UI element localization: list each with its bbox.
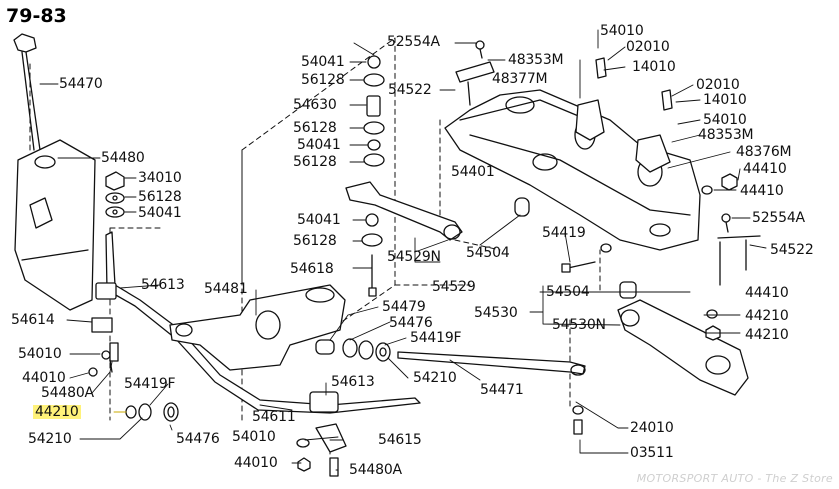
part-label-highlighted[interactable]: 44210 — [33, 404, 81, 420]
part-label[interactable]: 54210 — [413, 370, 457, 386]
part-label[interactable]: 54522 — [770, 242, 814, 258]
part-label[interactable]: 54419 — [542, 225, 586, 241]
part-label[interactable]: 54618 — [290, 261, 334, 277]
part-label[interactable]: 54010 — [600, 23, 644, 39]
part-label[interactable]: 14010 — [703, 92, 747, 108]
part-label[interactable]: 54041 — [138, 205, 182, 221]
part-label[interactable]: 54529 — [432, 279, 476, 295]
part-label[interactable]: 54480 — [101, 150, 145, 166]
part-label[interactable]: 03511 — [630, 445, 674, 461]
crossmember-54481 — [169, 284, 346, 371]
compression-rod-54529 — [345, 181, 463, 241]
part-label[interactable]: 54041 — [301, 54, 345, 70]
part-label[interactable]: 54010 — [18, 346, 62, 362]
part-label[interactable]: 48353M — [698, 127, 754, 143]
part-label[interactable]: 54530N — [552, 317, 606, 333]
middle-bushing-stack — [361, 213, 383, 297]
transverse-link-54530 — [617, 281, 749, 396]
watermark: MOTORSPORT AUTO - The Z Store — [636, 472, 833, 485]
part-label[interactable]: 44010 — [22, 370, 66, 386]
part-label[interactable]: 48377M — [492, 71, 548, 87]
part-label[interactable]: 48376M — [736, 144, 792, 160]
tension-rod-54471 — [397, 351, 586, 376]
center-bushing-stack — [363, 55, 385, 167]
part-label[interactable]: 54630 — [293, 97, 337, 113]
part-label[interactable]: 48353M — [508, 52, 564, 68]
part-label[interactable]: 54522 — [388, 82, 432, 98]
part-label[interactable]: 54611 — [252, 409, 296, 425]
part-label[interactable]: 02010 — [696, 77, 740, 93]
part-label[interactable]: 54210 — [28, 431, 72, 447]
diagram-title: 79-83 — [6, 5, 67, 27]
part-label[interactable]: 52554A — [387, 34, 440, 50]
bracket-bolts-left — [88, 342, 119, 377]
tension-rod-bushings — [315, 338, 391, 362]
part-label[interactable]: 44210 — [745, 327, 789, 343]
part-label[interactable]: 54614 — [11, 312, 55, 328]
right-hardware — [561, 173, 761, 286]
suspension-member-54401 — [444, 89, 701, 251]
part-label[interactable]: 54476 — [389, 315, 433, 331]
bolt-03511 — [572, 405, 584, 435]
strut-54470 — [13, 33, 41, 151]
part-label[interactable]: 44210 — [745, 308, 789, 324]
part-label[interactable]: 52554A — [752, 210, 805, 226]
part-label[interactable]: 54480A — [41, 385, 94, 401]
part-label[interactable]: 56128 — [293, 154, 337, 170]
part-label[interactable]: 44010 — [234, 455, 278, 471]
part-label[interactable]: 56128 — [138, 189, 182, 205]
leader-lines — [39, 29, 767, 471]
part-label[interactable]: 54471 — [480, 382, 524, 398]
part-label[interactable]: 54615 — [378, 432, 422, 448]
part-label[interactable]: 54504 — [466, 245, 510, 261]
part-label[interactable]: 56128 — [293, 120, 337, 136]
bottom-hardware — [296, 197, 530, 477]
part-label[interactable]: 54419F — [410, 330, 462, 346]
part-label[interactable]: 54529N — [387, 249, 441, 265]
part-label[interactable]: 44410 — [740, 183, 784, 199]
part-label[interactable]: 54419F — [124, 376, 176, 392]
part-label[interactable]: 54470 — [59, 76, 103, 92]
part-label[interactable]: 54041 — [297, 137, 341, 153]
bar-bushings-left — [125, 402, 179, 422]
part-label[interactable]: 24010 — [630, 420, 674, 436]
mount-brackets — [455, 40, 673, 173]
part-label[interactable]: 44410 — [743, 161, 787, 177]
part-label[interactable]: 54613 — [331, 374, 375, 390]
part-label[interactable]: 54480A — [349, 462, 402, 478]
part-label[interactable]: 54476 — [176, 431, 220, 447]
part-label[interactable]: 54041 — [297, 212, 341, 228]
part-label[interactable]: 54613 — [141, 277, 185, 293]
part-label[interactable]: 54010 — [703, 112, 747, 128]
part-label[interactable]: 34010 — [138, 170, 182, 186]
part-label[interactable]: 54504 — [546, 284, 590, 300]
part-label[interactable]: 54530 — [474, 305, 518, 321]
part-label[interactable]: 44410 — [745, 285, 789, 301]
part-label[interactable]: 56128 — [301, 72, 345, 88]
part-label[interactable]: 54401 — [451, 164, 495, 180]
bracket-54480 — [14, 139, 96, 311]
part-label[interactable]: 54010 — [232, 429, 276, 445]
part-label[interactable]: 14010 — [632, 59, 676, 75]
part-label[interactable]: 02010 — [626, 39, 670, 55]
left-bushing-stack — [105, 171, 125, 218]
part-label[interactable]: 54479 — [382, 299, 426, 315]
part-label[interactable]: 54481 — [204, 281, 248, 297]
part-label[interactable]: 56128 — [293, 233, 337, 249]
